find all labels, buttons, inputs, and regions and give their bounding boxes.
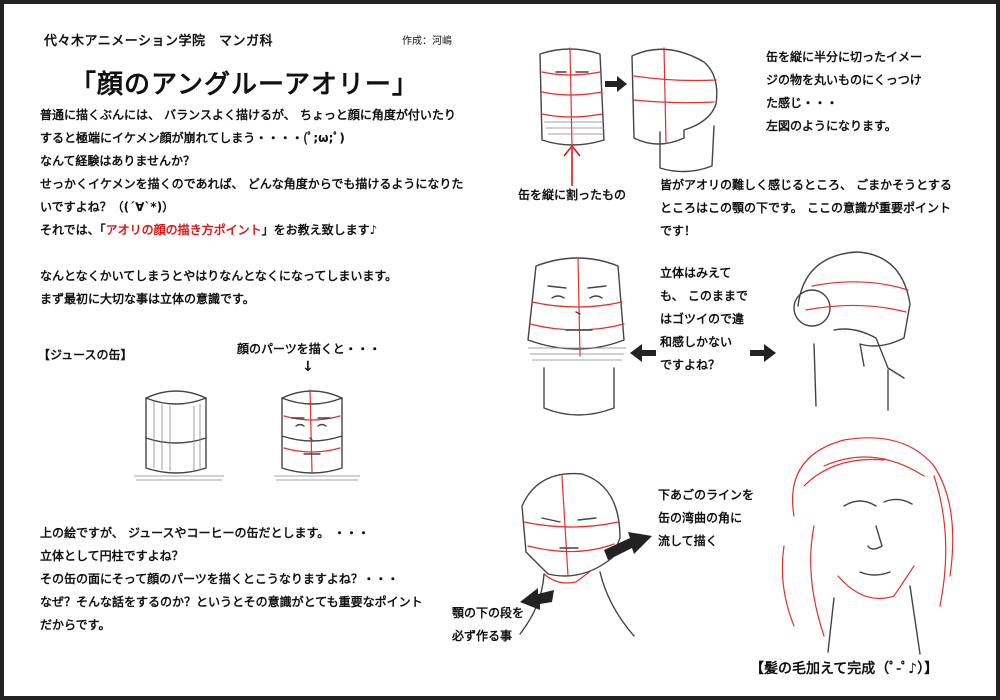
note-line: ですよね？ <box>660 358 721 372</box>
explanation-line: なぜ？そんな話をするのか？というとその意識がとても重要なポイント <box>40 595 423 609</box>
note-line: 和感しかない <box>660 335 733 349</box>
school-name: 代々木アニメーション学院 マンガ科 <box>44 34 273 49</box>
highlight-point: アオリの顔の描き方ポイント <box>105 223 262 237</box>
author-credit: 作成：河嶋 <box>402 36 452 47</box>
note-line: 缶を縦に半分に切ったイメー <box>766 50 923 64</box>
intro-text-post: 」をお教え致します♪ <box>261 223 378 237</box>
intro-line: 普通に描くぶんには、 バランスよく描けるが、 ちょっと顔に角度が付いたり <box>40 108 456 122</box>
note-line: た感じ・・・ <box>766 96 839 110</box>
explanation-line: 立体として円柱ですよね？ <box>40 549 184 563</box>
right-arrow-icon <box>605 76 627 92</box>
half-can-sketch <box>539 47 718 173</box>
finished-face-sketch <box>781 437 954 655</box>
note-chin: 皆がアオリの難しく感じるところ、 ごまかそうとする ところはこの顎の下です。 こ… <box>660 174 952 243</box>
intro-text: 普通に描くぶんには、 バランスよく描けるが、 ちょっと顔に角度が付いたり すると… <box>40 104 490 311</box>
note-line: 下あごのラインを <box>658 488 755 502</box>
page-title: 「顔のアングルーアオリー」 <box>70 70 419 100</box>
finished-caption: 【髪の毛加えて完成（ﾟ-ﾟ♪）】 <box>750 661 939 677</box>
note-line: 必ず作る事 <box>452 629 513 643</box>
intro-line: せっかくイケメンを描くのであれば、 どんな角度からでも描けるようになりた <box>40 177 464 191</box>
up-arrow-icon <box>563 144 581 186</box>
can-head-sketch <box>527 257 626 416</box>
intro-line: いですよね？（(´∀`*)） <box>40 200 175 214</box>
note-half-can: 缶を縦に半分に切ったイメー ジの物を丸いものにくっつけ た感じ・・・ 左図のよう… <box>766 46 922 138</box>
intro-text-pre: それでは、「 <box>40 223 106 237</box>
upturned-face-sketch <box>519 472 635 637</box>
juice-can-sketch <box>134 390 224 481</box>
note-line: 缶の湾曲の角に <box>658 511 743 525</box>
note-chin-step: 顎の下の段を 必ず作る事 <box>452 602 524 648</box>
note-line: 立体はみえて <box>660 266 732 280</box>
note-jawline: 下あごのラインを 缶の湾曲の角に 流して描く <box>658 484 754 553</box>
right-arrow-icon <box>750 344 776 362</box>
explanation-line: その缶の面にそって顔のパーツを描くとこうなりますよね？・・・ <box>40 572 399 586</box>
explanation-line: 上の絵ですが、 ジュースやコーヒーの缶だとします。 ・・・ <box>40 526 370 540</box>
note-line: 左図のようになります。 <box>766 119 897 133</box>
explanation-line: だからです。 <box>40 618 111 632</box>
pointer-arrow-icon <box>520 588 554 610</box>
note-line: 顎の下の段を <box>452 606 525 620</box>
note-line: ジの物を丸いものにくっつけ <box>766 73 922 87</box>
note-line: はゴツイので違 <box>660 312 745 326</box>
down-arrow: ↓ <box>302 359 314 375</box>
note-solid-form: 立体はみえて も、 このままで はゴツイので違 和感しかない ですよね？ <box>660 262 748 377</box>
left-arrow-icon <box>630 344 656 362</box>
intro-line: なんて経験はありませんか？ <box>40 154 196 168</box>
intro-line: まず最初に大切な事は立体の意識です。 <box>40 292 255 306</box>
note-line: 流して描く <box>658 534 718 548</box>
note-line: 皆がアオリの難しく感じるところ、 ごまかそうとする <box>660 178 952 192</box>
note-line: ところはこの顎の下です。 ここの意識が重要ポイント <box>660 201 951 215</box>
intro-line: すると極端にイケメン顔が崩れてしまう・・・・(ﾟ;ω;ﾟ) <box>40 131 345 145</box>
pointer-arrow-icon <box>604 532 652 560</box>
ball-head-sketch <box>793 251 911 411</box>
intro-line: それでは、「アオリの顔の描き方ポイント」をお教え致します♪ <box>40 219 490 242</box>
face-parts-label: 顔のパーツを描くと・・・ <box>237 342 381 356</box>
note-line: です！ <box>660 224 697 238</box>
note-line: も、 このままで <box>660 289 748 303</box>
can-face-sketch <box>274 389 360 481</box>
explanation-text: 上の絵ですが、 ジュースやコーヒーの缶だとします。 ・・・ 立体として円柱ですよ… <box>40 522 490 637</box>
juice-can-label: 【ジュースの缶】 <box>38 348 133 362</box>
cut-can-label: 缶を縦に割ったもの <box>518 188 627 202</box>
intro-line: なんとなくかいてしまうとやはりなんとなくになってしまいます。 <box>40 269 398 283</box>
